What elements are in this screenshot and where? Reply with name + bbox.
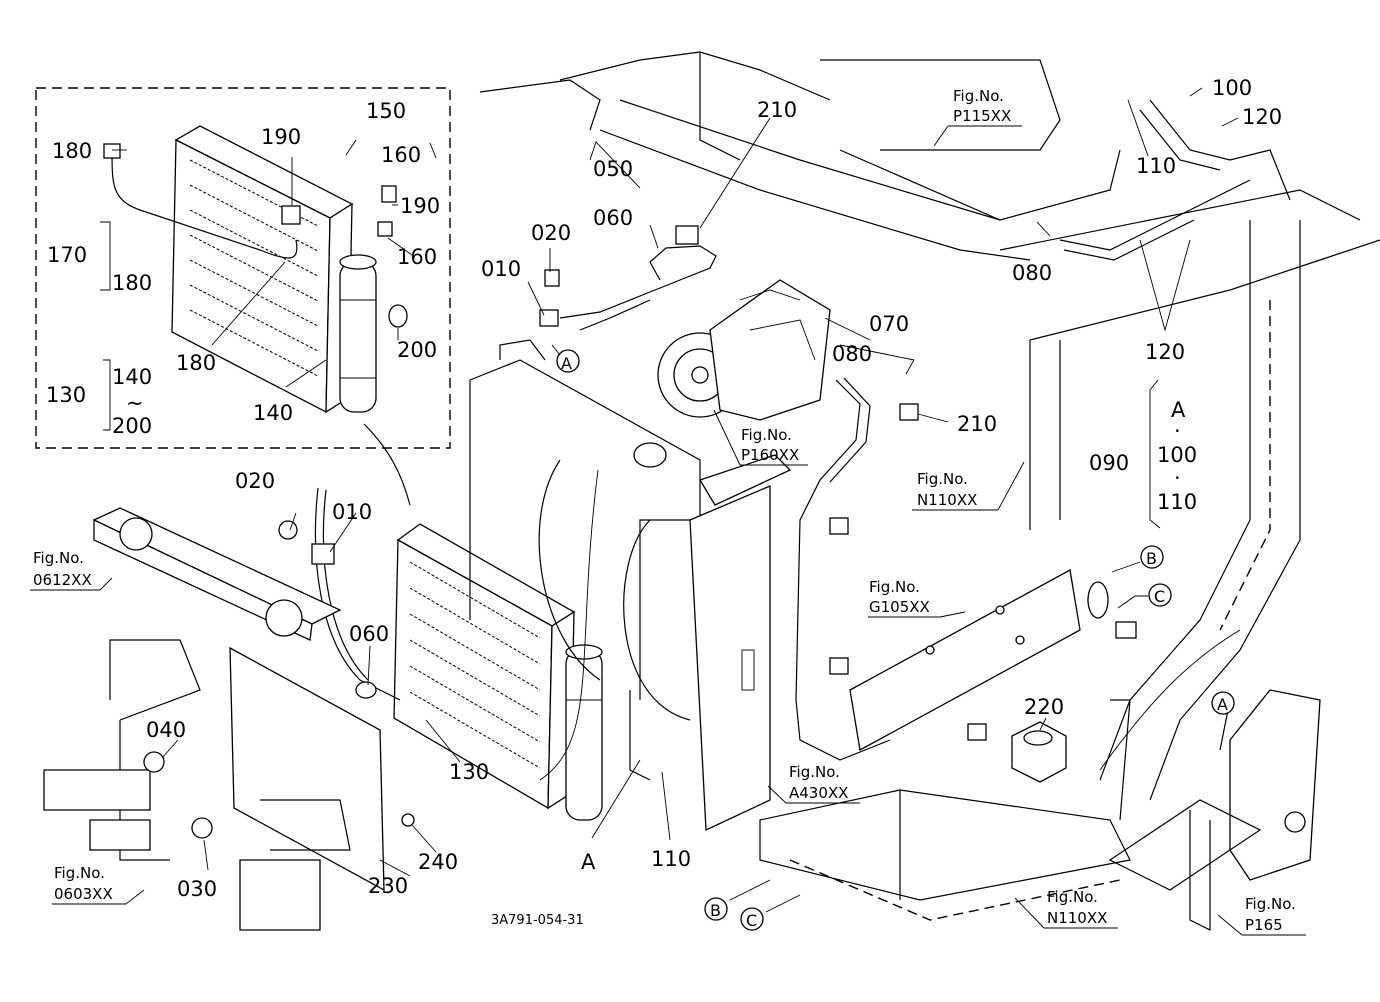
fig-ref-g105xx: G105XX	[869, 598, 930, 616]
inset-condenser	[103, 125, 408, 414]
label-060-top: 060	[593, 206, 633, 230]
fig-word-g105: Fig.No.	[869, 578, 920, 596]
label-110-bottom: 110	[651, 847, 691, 871]
label-080-center: 080	[832, 342, 872, 366]
label-040: 040	[146, 718, 186, 742]
drawing-code: 3A791-054-31	[491, 913, 584, 928]
label-A-group: A	[1171, 398, 1186, 422]
fig-word-a430: Fig.No.	[789, 763, 840, 781]
label-dot-2: ·	[1174, 466, 1181, 490]
fig-ref-0603xx: 0603XX	[54, 885, 113, 903]
label-110-group: 110	[1157, 490, 1197, 514]
label-130-main: 130	[449, 760, 489, 784]
fig-ref-leaders	[30, 125, 1306, 936]
label-050: 050	[593, 157, 633, 181]
front-panel-parts	[43, 225, 919, 931]
label-210-right: 210	[957, 412, 997, 436]
fig-ref-p115xx: P115XX	[953, 107, 1011, 125]
label-200-inset: 200	[397, 338, 437, 362]
label-120-mid: 120	[1145, 340, 1185, 364]
label-190-inset-left: 190	[261, 125, 301, 149]
circled-B-bottom: B	[710, 901, 721, 920]
label-100-group: 100	[1157, 443, 1197, 467]
leader-lines	[100, 87, 1239, 877]
drawing-linework	[30, 51, 1380, 936]
label-190-inset-right: 190	[400, 194, 440, 218]
label-010-left: 010	[332, 500, 372, 524]
main-condenser	[393, 523, 603, 821]
label-030: 030	[177, 877, 217, 901]
label-220: 220	[1024, 695, 1064, 719]
label-150: 150	[366, 99, 406, 123]
reference-circles	[551, 344, 1235, 931]
label-060-left: 060	[349, 622, 389, 646]
label-170: 170	[47, 243, 87, 267]
label-070: 070	[869, 312, 909, 336]
label-080-right: 080	[1012, 261, 1052, 285]
fig-ref-p160xx: P160XX	[741, 446, 799, 464]
label-230: 230	[368, 874, 408, 898]
bracket-g105	[849, 568, 1137, 783]
hoses	[314, 99, 1291, 781]
label-140-inset: 140	[253, 401, 293, 425]
fig-ref-n110xx-bottom: N110XX	[1047, 909, 1107, 927]
fig-word-p115: Fig.No.	[953, 87, 1004, 105]
label-A-bottom: A	[581, 850, 596, 874]
label-020-left: 020	[235, 469, 275, 493]
fig-references: Fig.No. P115XX Fig.No. P160XX Fig.No. N1…	[33, 87, 1296, 934]
fig-word-n110-bottom: Fig.No.	[1047, 888, 1098, 906]
circled-C-bottom: C	[746, 911, 757, 930]
label-090: 090	[1089, 451, 1129, 475]
circled-A-p165: A	[1217, 695, 1228, 714]
label-range-tilde: ~	[126, 391, 144, 415]
fig-ref-n110xx-top: N110XX	[917, 491, 977, 509]
label-180-inset-bottom: 180	[176, 351, 216, 375]
bracket-p165	[1108, 689, 1321, 931]
inset-dashed-frame	[35, 87, 451, 449]
label-180-inset-left: 180	[112, 271, 152, 295]
label-240: 240	[418, 850, 458, 874]
label-120-top: 120	[1242, 105, 1282, 129]
fig-ref-p165: P165	[1245, 916, 1283, 934]
compressor	[657, 279, 831, 421]
fig-ref-0612xx: 0612XX	[33, 571, 92, 589]
label-dot-1: ·	[1174, 419, 1181, 443]
fig-word-0612: Fig.No.	[33, 549, 84, 567]
label-010-top: 010	[481, 257, 521, 281]
label-140-range-start: 140	[112, 365, 152, 389]
circled-A-hose: A	[561, 354, 572, 373]
radiator-assembly	[469, 339, 792, 831]
fig-word-n110-top: Fig.No.	[917, 470, 968, 488]
fig-word-p165: Fig.No.	[1245, 895, 1296, 913]
label-100-top: 100	[1212, 76, 1252, 100]
vehicle-frame	[479, 51, 1380, 921]
fig-word-0603: Fig.No.	[54, 864, 105, 882]
circled-B-right: B	[1146, 549, 1157, 568]
label-130-inset: 130	[46, 383, 86, 407]
part-labels: 180 190 150 160 190 160 170 180 180 200 …	[46, 76, 1282, 930]
label-160-top: 160	[381, 143, 421, 167]
label-200-range-end: 200	[112, 414, 152, 438]
label-160-mid: 160	[397, 245, 437, 269]
fig-word-p160: Fig.No.	[741, 426, 792, 444]
label-210-top: 210	[757, 98, 797, 122]
label-110-top: 110	[1136, 154, 1176, 178]
fig-ref-a430xx: A430XX	[789, 784, 848, 802]
circled-C-right: C	[1154, 587, 1165, 606]
label-020-top: 020	[531, 221, 571, 245]
label-180-inset-top: 180	[52, 139, 92, 163]
